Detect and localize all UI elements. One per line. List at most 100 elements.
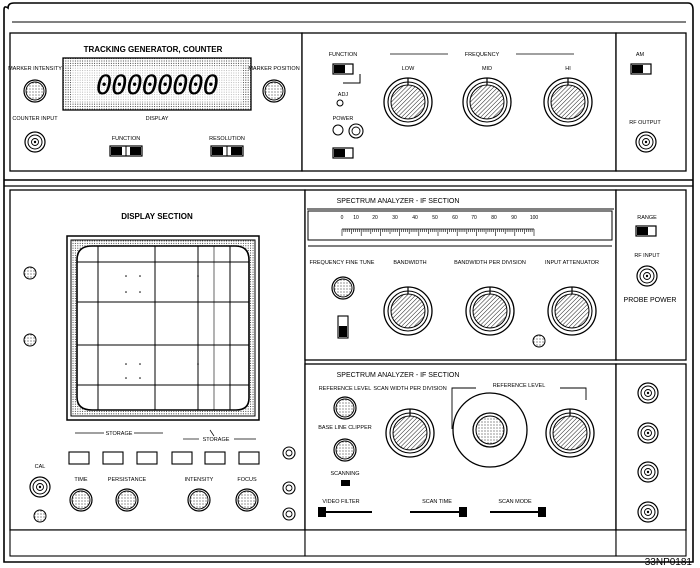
- probe-power-label: PROBE POWER: [624, 297, 677, 304]
- counter-readout: 00000000: [96, 70, 218, 101]
- freq-hi-label: HI: [565, 66, 571, 72]
- range-toggle[interactable]: [635, 225, 657, 237]
- input-attenuator-label: INPUT ATTENUATOR: [545, 260, 599, 266]
- power-toggle[interactable]: [332, 147, 354, 159]
- video-filter-label: VIDEO FILTER: [322, 499, 359, 505]
- cal-connector[interactable]: [29, 476, 51, 498]
- counter-input-label: COUNTER INPUT: [12, 116, 58, 122]
- time-label: TIME: [74, 477, 87, 483]
- panel-screw-1: [23, 266, 37, 280]
- svg-text:40: 40: [412, 215, 418, 221]
- range-label: RANGE: [637, 215, 657, 221]
- storage-label: STORAGE: [106, 431, 133, 437]
- svg-text:70: 70: [471, 215, 477, 221]
- function-toggle[interactable]: [332, 63, 354, 75]
- storage-label-2: STORAGE: [203, 437, 230, 443]
- freq-mid-label: MID: [482, 66, 492, 72]
- marker-intensity-label: MARKER INTENSITY: [8, 66, 62, 72]
- scan-mode-slider[interactable]: [538, 507, 546, 517]
- svg-text:30: 30: [392, 215, 398, 221]
- cal-screw: [33, 509, 47, 523]
- svg-text:60: 60: [452, 215, 458, 221]
- svg-text:0: 0: [341, 215, 344, 221]
- svg-text:50: 50: [432, 215, 438, 221]
- rf-input-connector[interactable]: [636, 265, 658, 287]
- frequency-header: FREQUENCY: [465, 52, 500, 58]
- scan-width-knob[interactable]: [385, 408, 435, 458]
- storage-button-5[interactable]: [204, 451, 226, 465]
- analyzer-upper-title: SPECTRUM ANALYZER - IF SECTION: [337, 198, 460, 205]
- adj-label: ADJ: [338, 92, 349, 98]
- dial-ticks: [341, 229, 535, 236]
- freq-hi-knob[interactable]: [543, 77, 593, 127]
- crt-screen: [76, 245, 250, 411]
- display-caption: DISPLAY: [146, 116, 169, 122]
- dial-tick-labels: 0 10 20 30 40 50 60 70 80 90 100: [341, 215, 539, 221]
- ref-level-fine-knob[interactable]: [545, 408, 595, 458]
- ref-level-coarse-knob[interactable]: [472, 412, 508, 448]
- bandwidth-label: BANDWIDTH: [393, 260, 426, 266]
- svg-text:100: 100: [530, 215, 539, 221]
- resolution-slide-switch[interactable]: [210, 145, 244, 157]
- connector-3[interactable]: [637, 461, 659, 483]
- adj-screw[interactable]: [336, 99, 344, 107]
- scan-mode-label: SCAN MODE: [498, 499, 532, 505]
- time-knob[interactable]: [69, 488, 93, 512]
- freq-mid-knob[interactable]: [462, 77, 512, 127]
- storage-button-2[interactable]: [102, 451, 124, 465]
- intensity-label: INTENSITY: [185, 477, 214, 483]
- function-label: FUNCTION: [329, 52, 357, 58]
- bandwidth-per-division-knob[interactable]: [465, 286, 515, 336]
- connector-4[interactable]: [637, 501, 659, 523]
- reference-level-label: REFERENCE LEVEL: [319, 386, 372, 392]
- attenuator-screw: [532, 334, 546, 348]
- svg-text:10: 10: [353, 215, 359, 221]
- intensity-knob[interactable]: [187, 488, 211, 512]
- video-filter-slider[interactable]: [318, 507, 326, 517]
- storage-button-4[interactable]: [171, 451, 193, 465]
- crt-graticule: [77, 246, 249, 410]
- focus-label: FOCUS: [237, 477, 257, 483]
- storage-button-6[interactable]: [238, 451, 260, 465]
- input-attenuator-knob[interactable]: [547, 286, 597, 336]
- tracking-generator-title: TRACKING GENERATOR, COUNTER: [84, 45, 223, 54]
- display-section-title: DISPLAY SECTION: [121, 212, 193, 221]
- persistance-knob[interactable]: [115, 488, 139, 512]
- fine-tune-knob[interactable]: [331, 276, 355, 300]
- scan-width-label: SCAN WIDTH PER DIVISION: [373, 386, 446, 392]
- counter-input-connector[interactable]: [24, 131, 46, 153]
- baseline-clipper-label: BASE LINE CLIPPER: [318, 425, 372, 431]
- figure-id: 33NP0181: [645, 557, 693, 568]
- reference-level-knob[interactable]: [333, 396, 357, 420]
- bandwidth-per-division-label: BANDWIDTH PER DIVISION: [454, 260, 526, 266]
- freq-low-knob[interactable]: [383, 77, 433, 127]
- baseline-clipper-knob[interactable]: [333, 438, 357, 462]
- power-label: POWER: [333, 116, 354, 122]
- marker-position-knob[interactable]: [262, 79, 286, 103]
- am-label: AM: [636, 52, 645, 58]
- persistance-label: PERSISTANCE: [108, 477, 147, 483]
- storage-button-1[interactable]: [68, 451, 90, 465]
- function-slide-switch[interactable]: [109, 145, 143, 157]
- connector-2[interactable]: [637, 422, 659, 444]
- panel-screw-2: [23, 333, 37, 347]
- svg-text:20: 20: [372, 215, 378, 221]
- rf-input-label: RF INPUT: [634, 253, 660, 259]
- rf-output-connector[interactable]: [635, 131, 657, 153]
- connector-1[interactable]: [637, 382, 659, 404]
- ref-level-header: REFERENCE LEVEL: [493, 383, 546, 389]
- fine-tune-label: FREQUENCY FINE TUNE: [310, 260, 375, 266]
- cal-label: CAL: [35, 464, 46, 470]
- scanning-lamp: [341, 480, 350, 486]
- scan-time-slider[interactable]: [459, 507, 467, 517]
- bandwidth-knob[interactable]: [383, 286, 433, 336]
- am-toggle[interactable]: [630, 63, 652, 75]
- marker-intensity-knob[interactable]: [23, 79, 47, 103]
- focus-knob[interactable]: [235, 488, 259, 512]
- resolution-switch-label: RESOLUTION: [209, 136, 245, 142]
- side-jacks: [282, 446, 296, 521]
- storage-button-3[interactable]: [136, 451, 158, 465]
- svg-text:80: 80: [491, 215, 497, 221]
- function-switch-label: FUNCTION: [112, 136, 140, 142]
